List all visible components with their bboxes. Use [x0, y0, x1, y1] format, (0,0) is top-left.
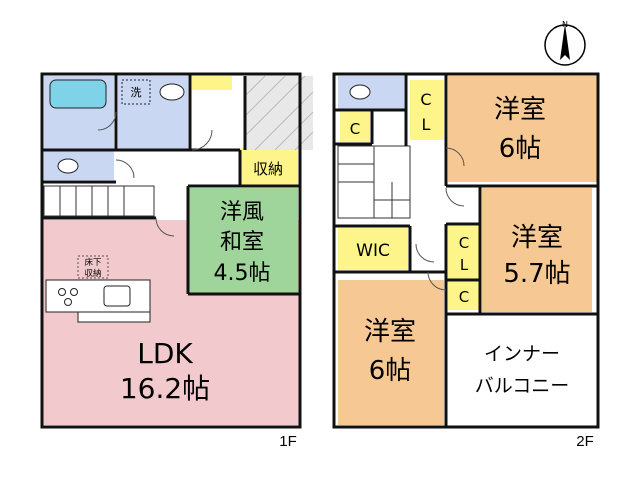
western-a-size: 6帖 — [499, 134, 542, 164]
floor-1-label: 1F — [279, 433, 297, 450]
kitchen-counter — [45, 279, 151, 313]
ldk-size: 16.2帖 — [120, 372, 210, 405]
washroom-label: 洗 — [131, 86, 142, 99]
wic-label: WIC — [356, 241, 390, 261]
toilet-icon — [57, 158, 79, 174]
closet-c-top-label: C — [350, 120, 360, 138]
washitsu-label-2: 和室 — [220, 230, 264, 255]
western-room-b — [482, 188, 592, 312]
western-room-a — [448, 76, 598, 182]
stairs-2f — [337, 145, 411, 219]
western-c-label: 洋室 — [364, 317, 416, 347]
closet-cl-top-c: C — [420, 90, 431, 109]
washing-machine-icon — [121, 79, 151, 105]
washitsu-size: 4.5帖 — [214, 261, 271, 286]
doors-2f — [415, 147, 465, 291]
washitsu-label-1: 洋風 — [220, 200, 264, 225]
closet-cl-mid-c: C — [459, 234, 469, 252]
floor-1: 洗 床下 収納 — [40, 72, 314, 450]
shoe-storage — [192, 76, 232, 90]
floor-2: C L C 洋室 6帖 洋室 5.7帖 WIC C L C 洋室 6帖 インナー… — [332, 72, 600, 450]
ldk-label: LDK — [137, 337, 193, 370]
closet-c-top — [340, 112, 370, 142]
walls-1f — [40, 72, 302, 429]
underfloor-label-1: 床下 — [84, 257, 102, 268]
bathtub-icon — [49, 79, 107, 109]
doors-1f — [97, 111, 213, 237]
underfloor-label-2: 収納 — [84, 268, 101, 279]
stove-burner-icon — [64, 298, 72, 306]
north-arrow-icon — [560, 24, 570, 60]
stairs-1f — [43, 185, 155, 217]
western-c-size: 6帖 — [369, 356, 412, 386]
inner-balcony — [448, 316, 598, 425]
closet-cl-top-l: L — [422, 115, 431, 134]
sink-icon — [103, 285, 131, 307]
stove-burner-icon — [70, 288, 78, 296]
washbasin-icon — [159, 83, 185, 101]
entrance-porch — [245, 76, 313, 150]
toilet-2f — [338, 76, 404, 110]
toilet-1f — [44, 150, 114, 180]
closet-c-mid — [448, 282, 480, 310]
western-a-label: 洋室 — [494, 95, 546, 125]
closet-cl-mid — [448, 226, 480, 280]
closet-cl-mid-l: L — [460, 256, 469, 274]
entrance-hatch — [244, 75, 314, 151]
storage-room — [240, 148, 298, 186]
closet-cl-top — [410, 80, 444, 140]
compass: N — [544, 20, 586, 66]
balcony-label-1: インナー — [484, 343, 560, 365]
western-b-size: 5.7帖 — [503, 259, 570, 289]
wic-room — [338, 228, 408, 270]
storage-label: 収納 — [253, 160, 283, 178]
balcony-label-2: バルコニー — [475, 375, 570, 397]
walls-2f — [332, 72, 600, 429]
kitchen-bar — [77, 311, 151, 323]
washitsu-room — [188, 188, 298, 294]
floor-2-label: 2F — [576, 433, 594, 450]
toilet-icon — [349, 84, 371, 100]
stove-burner-icon — [58, 288, 66, 296]
western-b-label: 洋室 — [511, 223, 563, 253]
western-room-c — [338, 280, 444, 425]
compass-north-label: N — [562, 20, 568, 29]
underfloor-storage — [77, 255, 109, 279]
closet-c-mid-label: C — [459, 288, 469, 306]
